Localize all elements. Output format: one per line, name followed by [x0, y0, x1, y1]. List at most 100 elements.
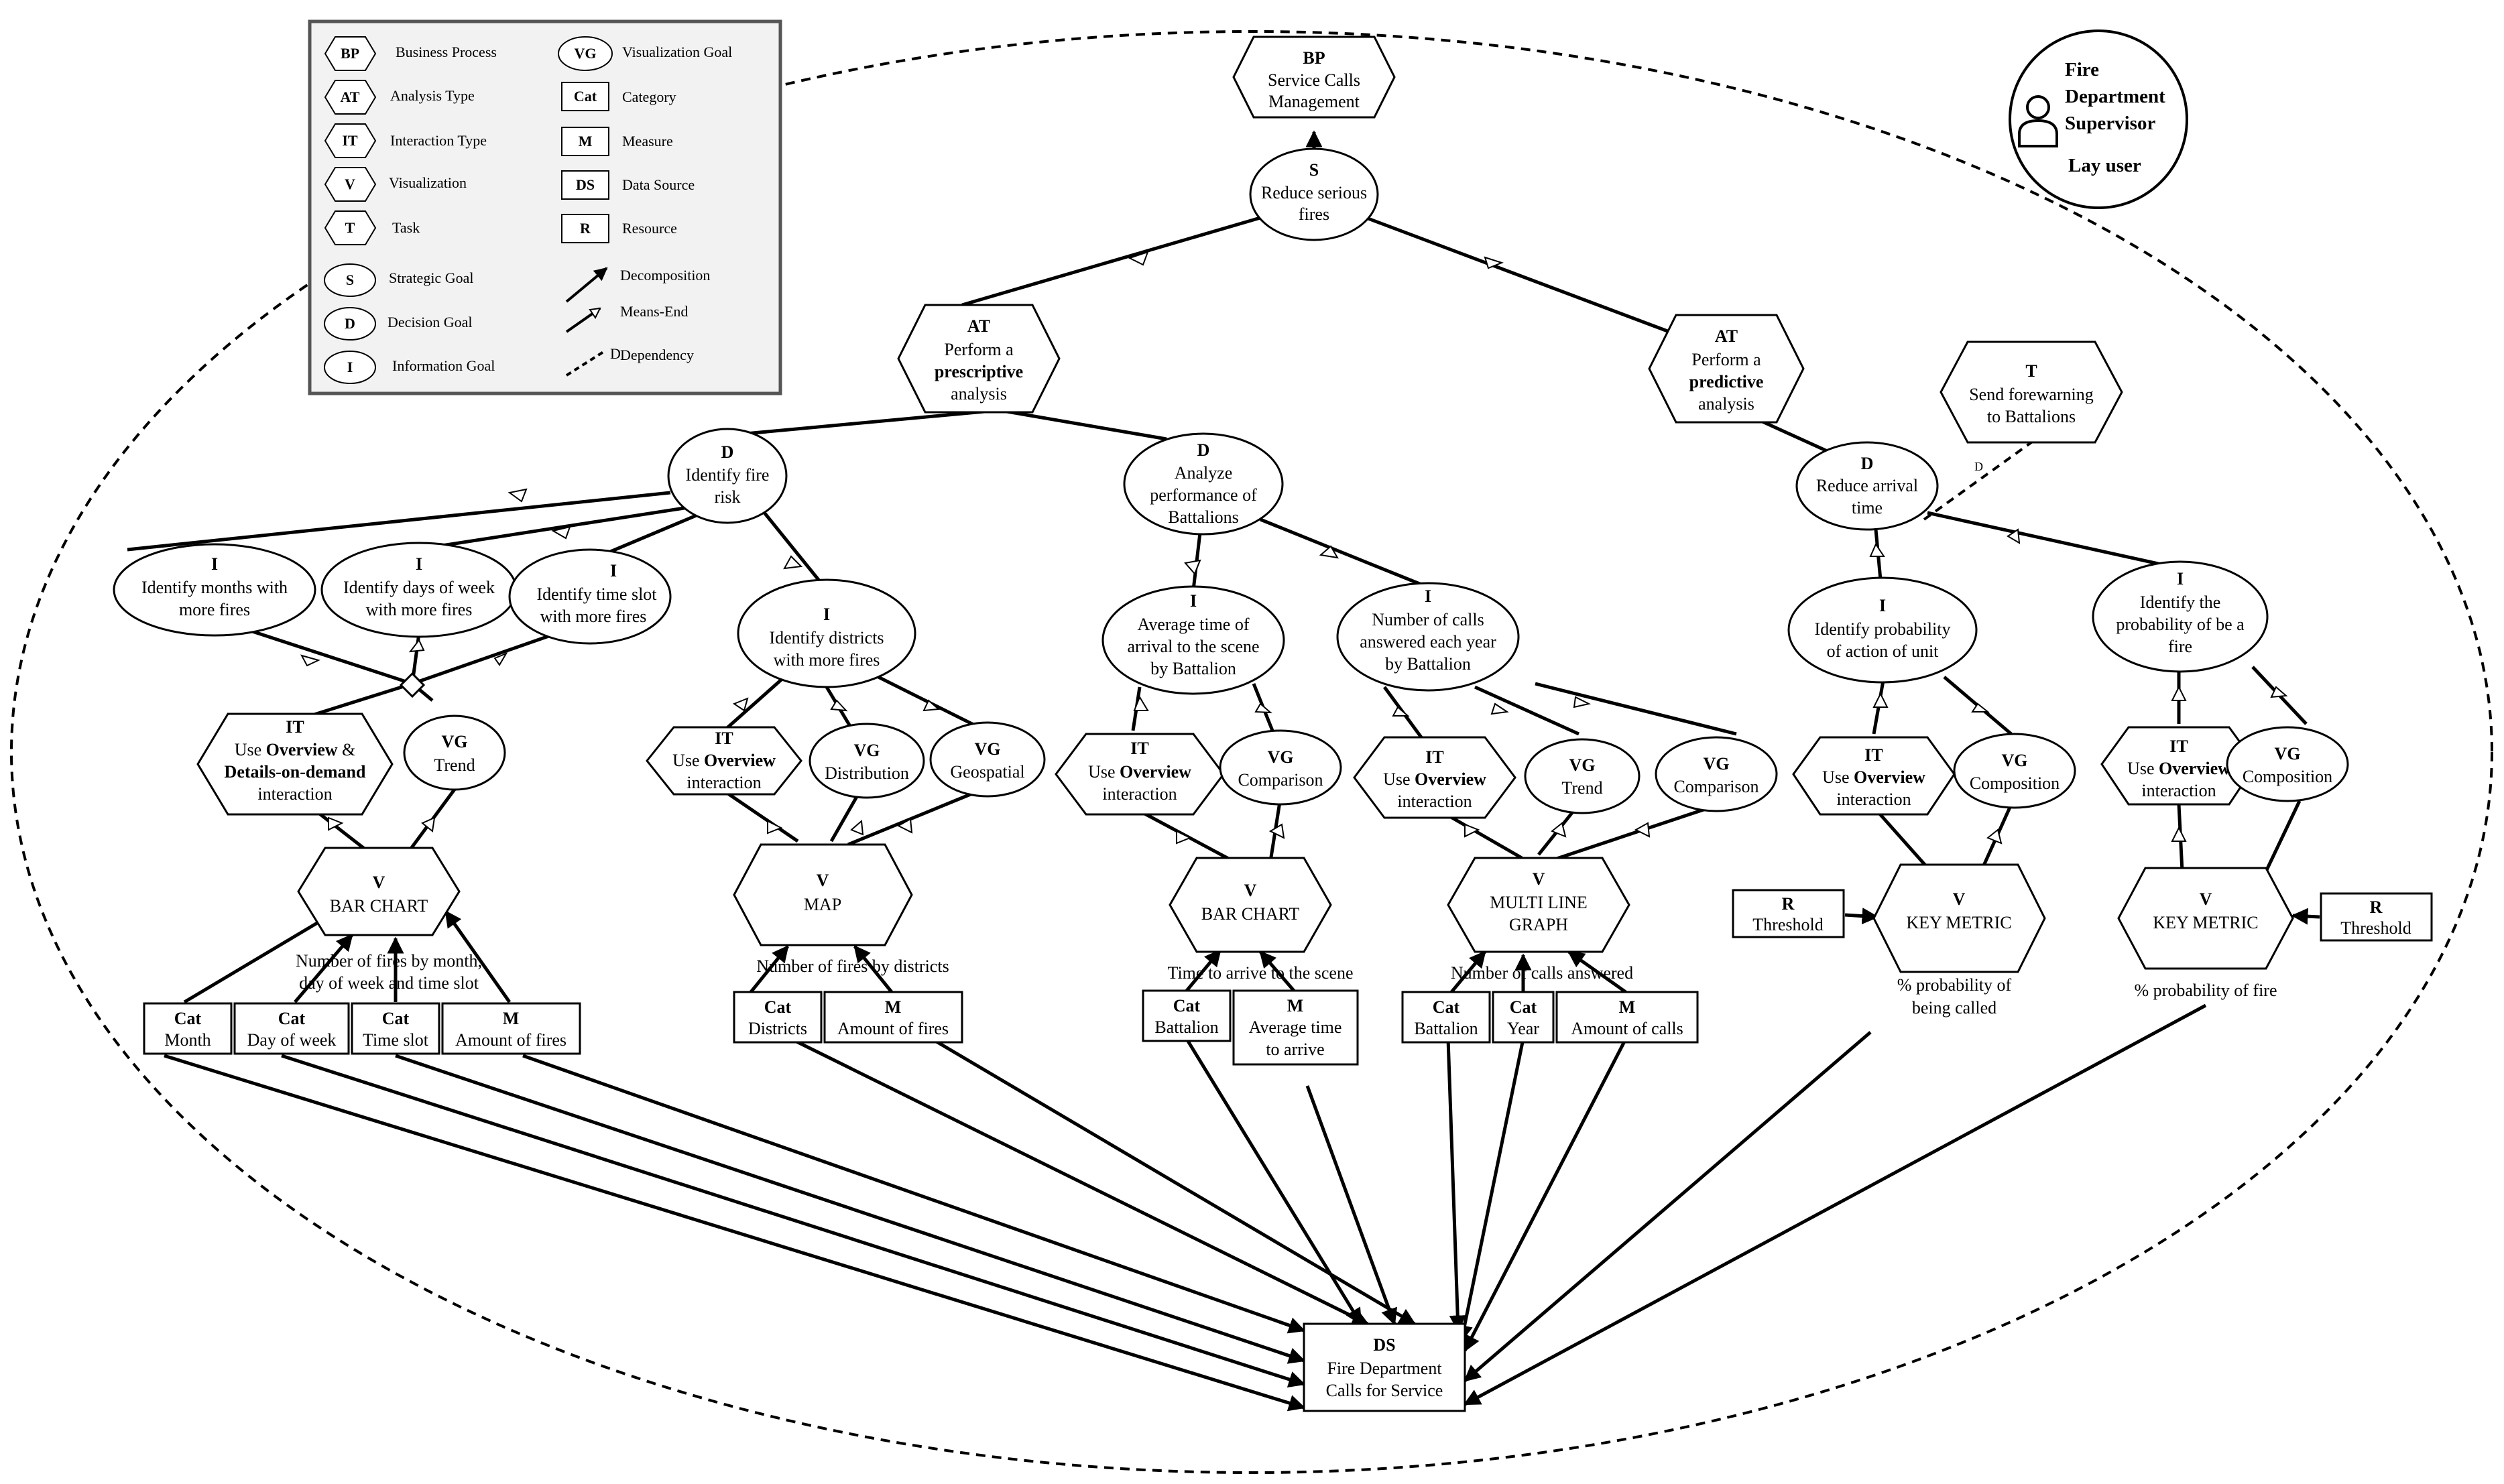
at1-line2: prescriptive [935, 362, 1023, 381]
c4-tag: Cat [764, 997, 792, 1017]
m2-line1: Amount of fires [837, 1019, 949, 1038]
v3-caption1: Time to arrive to the scene [1167, 963, 1353, 983]
i8-line2: probability of be a [2116, 615, 2245, 634]
d2-line3: Battalions [1168, 507, 1238, 527]
c3-line1: Time slot [363, 1030, 429, 1050]
i5-line2: arrival to the scene [1127, 637, 1259, 656]
c7-line1: Year [1507, 1019, 1539, 1038]
v5-caption1: % probability of [1897, 975, 2012, 995]
i6-line3: by Battalion [1385, 654, 1471, 674]
legend-ds-tag: DS [576, 176, 595, 193]
i-calls-node: I Number of calls answered each year by … [1336, 582, 1520, 692]
i5-line1: Average time of [1138, 615, 1250, 634]
it6-line2: interaction [2141, 781, 2216, 800]
it6-line1: Use Overview [2127, 759, 2230, 778]
at-predictive-node: AT Perform a predictive analysis [1648, 314, 1805, 424]
v3-tag: V [1244, 881, 1257, 900]
v1-tag: V [373, 873, 385, 892]
ds-fire-department-calls-node: DS Fire Department Calls for Service [1303, 1322, 1466, 1412]
d3-tag: D [1861, 454, 1874, 473]
legend: BP Business Process AT Analysis Type IT … [308, 19, 782, 395]
ds-tag: DS [1373, 1335, 1395, 1355]
it1-line1: Use Overview & [235, 740, 356, 759]
legend-at: AT Analysis Type [324, 80, 475, 115]
it5-line1: Use Overview [1822, 767, 1925, 787]
bp-node: BP Service Calls Management [1232, 36, 1396, 119]
task-node: T Send forewarning to Battalions [1940, 341, 2123, 444]
v3-line1: BAR CHART [1201, 904, 1300, 924]
v5-caption2: being called [1912, 998, 1996, 1017]
legend-r-tag: R [580, 220, 591, 237]
v2-tag: V [817, 871, 829, 890]
vg1-tag: VG [442, 732, 468, 751]
vg-comparison-node-2: VG Comparison [1655, 736, 1778, 812]
v-map-node: V MAP Number of fires by districts [733, 843, 949, 976]
d-battalions-node: D Analyze performance of Battalions [1123, 432, 1284, 536]
v-bar-chart-node-1: V BAR CHART Number of fires by month, da… [296, 847, 482, 993]
i8-tag: I [2177, 569, 2184, 589]
actor-fire-supervisor: Fire Department Supervisor Lay user [2009, 29, 2188, 209]
legend-decomposition-label: Decomposition [620, 267, 710, 284]
legend-d-tag: D [345, 315, 355, 332]
cat-time-slot-node: Cat Time slot [351, 1002, 440, 1055]
it-overview-node-4: IT Use Overview interaction [1353, 736, 1516, 819]
legend-means-end-label: Means-End [620, 303, 688, 320]
legend-r-label: Resource [622, 220, 677, 237]
i3-line2: with more fires [540, 607, 647, 626]
m4-line1: Amount of calls [1571, 1019, 1683, 1038]
i-timeslot-node: I Identify time slot with more fires [508, 548, 672, 645]
v4-line2: GRAPH [1509, 915, 1568, 934]
v1-caption1: Number of fires by month, [296, 951, 482, 971]
legend-s-tag: S [346, 271, 354, 288]
d3-line2: time [1852, 498, 1883, 517]
actor-line2: Department [2065, 86, 2165, 107]
v1-caption2: day of week and time slot [299, 973, 479, 993]
r-threshold-node-1: R Threshold [1732, 889, 1845, 938]
v6-caption1: % probability of fire [2135, 981, 2277, 1000]
c7-tag: Cat [1510, 997, 1537, 1017]
legend-it-tag: IT [342, 132, 358, 149]
i1-line1: Identify months with [141, 578, 288, 597]
i-months-node: I Identify months with more fires [113, 543, 316, 637]
i6-tag: I [1425, 586, 1431, 606]
v-key-metric-node-2: V KEY METRIC % probability of fire [2117, 867, 2294, 1000]
legend-vg-tag: VG [575, 45, 597, 62]
legend-ds-label: Data Source [622, 176, 695, 193]
i5-line3: by Battalion [1150, 659, 1236, 678]
vg2-tag: VG [854, 741, 880, 760]
legend-t-tag: T [345, 219, 355, 236]
i-fire-probability-node: I Identify the probability of be a fire [2092, 560, 2269, 673]
c1-line1: Month [164, 1030, 211, 1050]
it1-tag: IT [286, 717, 304, 737]
it4-line1: Use Overview [1383, 769, 1486, 789]
it-overview-details-node: IT Use Overview & Details-on-demand inte… [196, 713, 394, 816]
c5-line1: Battalion [1154, 1017, 1218, 1037]
vg3-tag: VG [975, 739, 1001, 759]
d1-tag: D [721, 442, 734, 462]
legend-i: I Information Goal [324, 351, 495, 384]
i-districts-node: I Identify districts with more fires [737, 578, 916, 688]
vg-composition-node-2: VG Composition [2226, 726, 2349, 802]
legend-it: IT Interaction Type [324, 123, 487, 158]
vg7-tag: VG [2002, 751, 2028, 770]
bp-line2: Management [1268, 92, 1360, 111]
legend-m: M Measure [561, 127, 673, 156]
vg8-tag: VG [2275, 744, 2301, 763]
c6-tag: Cat [1433, 997, 1460, 1017]
legend-cat: Cat Category [561, 82, 676, 111]
m4-tag: M [1619, 997, 1636, 1017]
at2-line3: analysis [1698, 394, 1754, 414]
legend-ds: DS Data Source [561, 170, 695, 200]
vg-trend-node-1: VG Trend [403, 715, 506, 791]
v6-tag: V [2200, 889, 2212, 909]
it-overview-node-6: IT Use Overview interaction [2100, 726, 2257, 806]
legend-dependency-glyph: D [610, 345, 621, 362]
vg-geospatial-node: VG Geospatial [929, 721, 1046, 798]
legend-m-tag: M [579, 133, 593, 149]
v-multi-line-graph-node: V MULTI LINE GRAPH Number of calls answe… [1447, 857, 1633, 983]
m1-line1: Amount of fires [455, 1030, 567, 1050]
i2-line1: Identify days of week [343, 578, 495, 597]
legend-v-label: Visualization [389, 174, 467, 191]
t1-line1: Send forewarning [1969, 385, 2094, 404]
legend-at-label: Analysis Type [390, 87, 475, 104]
